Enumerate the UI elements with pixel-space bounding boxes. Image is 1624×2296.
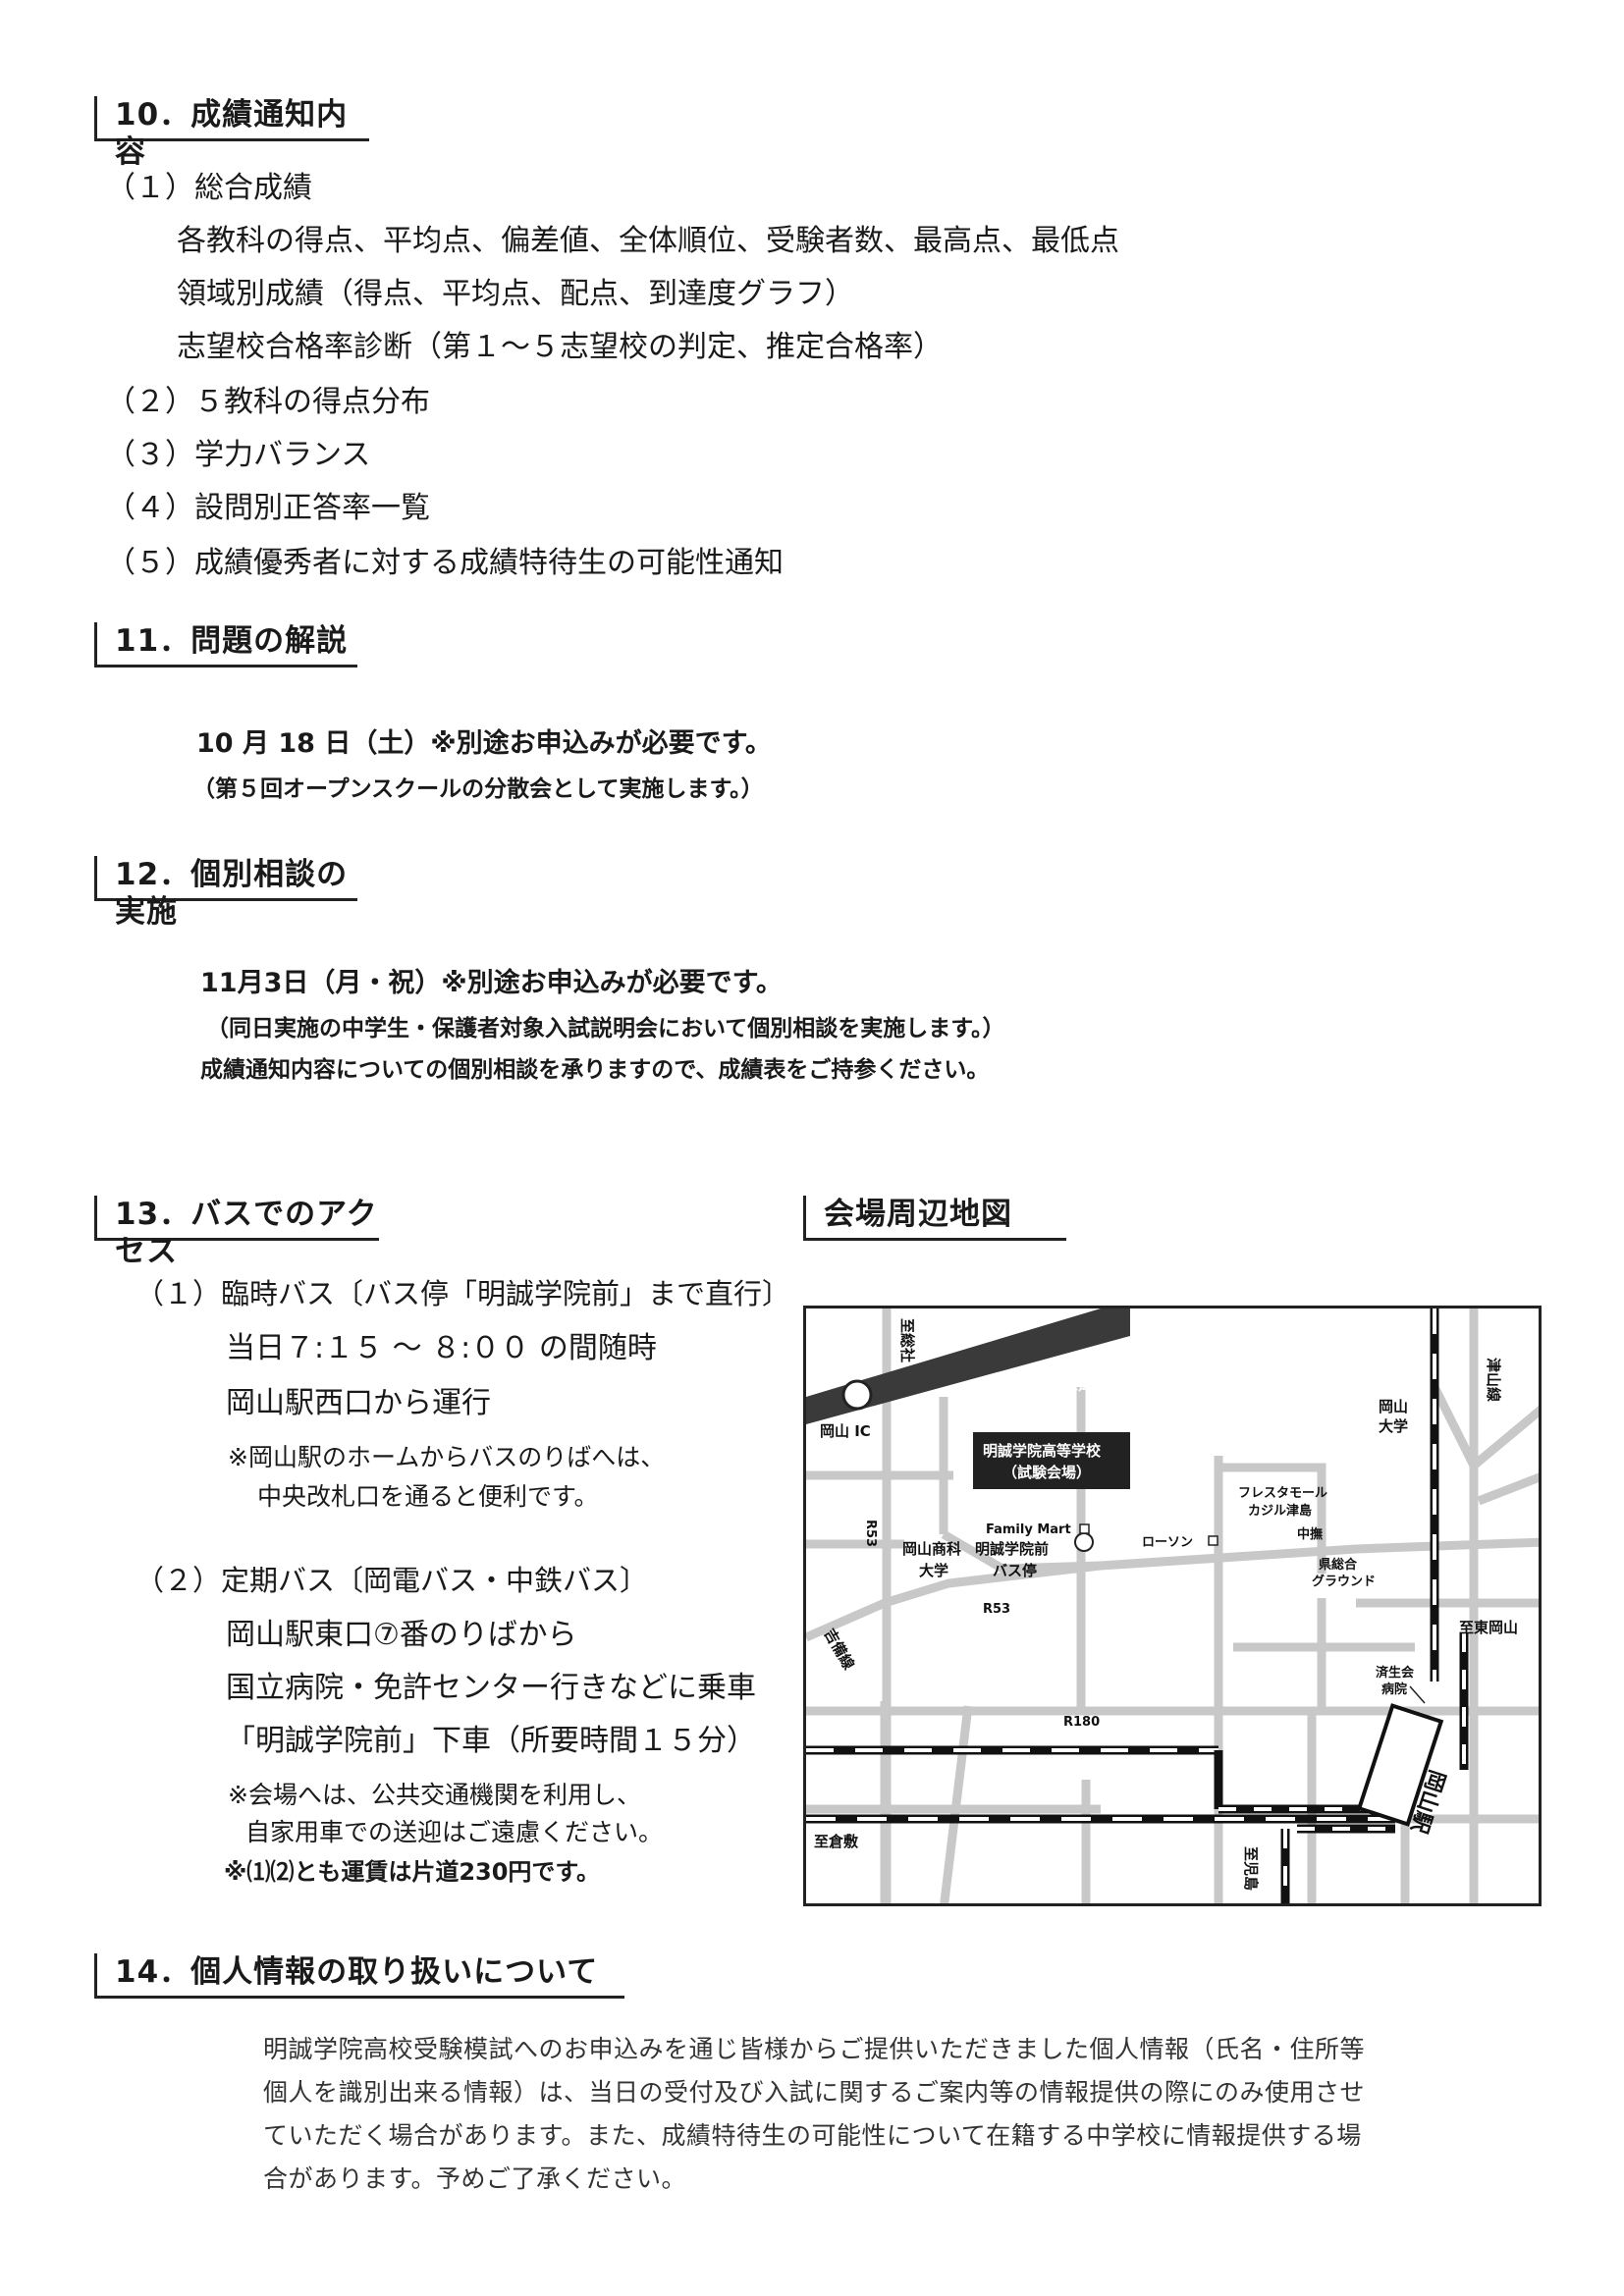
s11-date-line: 10 月 18 日（土）※別途お申込みが必要です。 bbox=[196, 728, 772, 759]
s10-item-4: （４）設問別正答率一覧 bbox=[106, 491, 430, 525]
s13-bus-2-heading: （２）定期バス〔岡電バス・中鉄バス〕 bbox=[135, 1564, 649, 1597]
s13-bus-2-note-2: 自家用車での送迎はご遠慮ください。 bbox=[245, 1818, 664, 1846]
s13-bus-1-heading: （１）臨時バス〔バス停「明誠学院前」まで直行〕 bbox=[135, 1277, 791, 1310]
map-label-r53: R53 bbox=[983, 1602, 1010, 1617]
s13-bus-1-note-2: 中央改札口を通ると便利です。 bbox=[257, 1482, 599, 1511]
s13-bus-2-line-1: 岡山駅東口⑦番のりばから bbox=[226, 1618, 577, 1652]
s10-item-1: （１）総合成績 bbox=[106, 171, 312, 205]
map-label-school: 明誠学院高等学校 bbox=[983, 1442, 1102, 1460]
s12-date-line: 11月3日（月・祝）※別途お申込みが必要です。 bbox=[200, 968, 783, 998]
map-label-r53-vertical: R53 bbox=[863, 1520, 878, 1547]
s13-bus-1-origin: 岡山駅西口から運行 bbox=[226, 1386, 491, 1420]
map-label-school-sub: （試験会場） bbox=[1002, 1464, 1091, 1481]
s12-note-2: 成績通知内容についての個別相談を承りますので、成績表をご持参ください。 bbox=[200, 1057, 990, 1083]
s14-paragraph-line-1: 明誠学院高校受験模試へのお申込みを通じ皆様からご提供いただきました個人情報（氏名… bbox=[263, 2035, 1366, 2063]
section-13-title: 13．バスでのアクセス bbox=[115, 1197, 378, 1269]
map-label-meisei-mae: 明誠学院前 bbox=[975, 1540, 1049, 1558]
section-14-heading: 14．個人情報の取り扱いについて bbox=[94, 1953, 624, 1999]
map-label-okayama-ic: 岡山 IC bbox=[820, 1422, 871, 1440]
map-label-bus-stop: バス停 bbox=[993, 1562, 1037, 1579]
map-okayama-ic-marker bbox=[841, 1379, 873, 1411]
s13-bus-1-time: 当日７:１５ ～ ８:００ の間随時 bbox=[226, 1331, 657, 1365]
s13-bus-2-note-1: ※会場へは、公共交通機関を利用し、 bbox=[228, 1781, 641, 1809]
map-label-r180: R180 bbox=[1063, 1715, 1100, 1730]
section-11-title: 11．問題の解説 bbox=[115, 623, 349, 659]
map-label-shoka: 岡山商科 bbox=[902, 1540, 961, 1558]
map-label-okayama-univ-2: 大学 bbox=[1379, 1417, 1408, 1435]
map-label-shoka-univ: 大学 bbox=[919, 1562, 948, 1579]
section-12-heading: 12．個別相談の実施 bbox=[94, 856, 357, 930]
map-label-kensogo: 県総合 bbox=[1319, 1557, 1358, 1573]
s10-item-2: （２）５教科の得点分布 bbox=[106, 385, 430, 419]
map-expressway bbox=[806, 1308, 1130, 1424]
section-11-heading: 11．問題の解説 bbox=[94, 622, 357, 667]
section-12-title: 12．個別相談の実施 bbox=[115, 857, 349, 930]
map-label-familymart: Family Mart bbox=[986, 1522, 1071, 1537]
area-map: 山陽自動車道 至総社 岡山 IC 明誠学院高等学校 （試験会場） Family … bbox=[803, 1306, 1542, 1906]
map-familymart-marker bbox=[1079, 1523, 1090, 1534]
section-14-title: 14．個人情報の取り扱いについて bbox=[115, 1954, 599, 1990]
map-label-okayama-univ: 岡山 bbox=[1379, 1398, 1408, 1415]
section-10-heading: 10．成績通知内容 bbox=[94, 96, 369, 170]
map-okayama-station-box bbox=[1356, 1703, 1444, 1827]
map-bus-stop-marker bbox=[1074, 1532, 1094, 1552]
map-label-to-soja: 至総社 bbox=[898, 1318, 916, 1362]
map-label-ground: グラウンド bbox=[1312, 1574, 1376, 1589]
map-heading: 会場周辺地図 bbox=[803, 1196, 1066, 1241]
map-label-tsuyama-line: 津山線 bbox=[1485, 1358, 1502, 1402]
s14-paragraph-line-4: 合があります。予めご了承ください。 bbox=[263, 2164, 687, 2193]
s13-fare-note: ※⑴⑵とも運賃は片道230円です。 bbox=[224, 1858, 601, 1886]
s12-note-1: （同日実施の中学生・保護者対象入試説明会において個別相談を実施します。） bbox=[206, 1016, 1005, 1041]
map-label-lawson: ローソン bbox=[1142, 1535, 1193, 1550]
map-label-fresta: フレスタモール bbox=[1238, 1486, 1327, 1501]
s14-paragraph-line-3: ていただく場合があります。また、成績特待生の可能性について在籍する中学校に情報提… bbox=[263, 2121, 1362, 2150]
s14-paragraph-line-2: 個人を識別出来る情報）は、当日の受付及び入試に関するご案内等の情報提供の際にのみ… bbox=[263, 2078, 1366, 2107]
map-title: 会場周辺地図 bbox=[824, 1197, 1012, 1232]
map-label-to-higashi-okayama: 至東岡山 bbox=[1459, 1619, 1518, 1636]
s10-item-3: （３）学力バランス bbox=[106, 438, 371, 472]
section-13-heading: 13．バスでのアクセス bbox=[94, 1196, 379, 1269]
s10-item-1-line-2: 領域別成績（得点、平均点、配点、到達度グラフ） bbox=[177, 277, 854, 311]
map-label-kibi-line: 吉備線 bbox=[821, 1626, 858, 1673]
map-label-to-kurashiki: 至倉敷 bbox=[814, 1833, 859, 1850]
map-label-to-kojima: 至児島 bbox=[1242, 1846, 1260, 1891]
s10-item-5: （５）成績優秀者に対する成績特待生の可能性通知 bbox=[106, 546, 784, 580]
map-label-saiseikai: 済生会 bbox=[1376, 1665, 1415, 1681]
area-map-drawing: 山陽自動車道 至総社 岡山 IC 明誠学院高等学校 （試験会場） Family … bbox=[806, 1308, 1539, 1903]
map-lawson-marker bbox=[1208, 1535, 1218, 1546]
map-hospital-pointer bbox=[1409, 1685, 1426, 1704]
map-road-r53 bbox=[806, 1537, 1539, 1642]
section-10-title: 10．成績通知内容 bbox=[115, 97, 349, 170]
map-school-box bbox=[973, 1432, 1130, 1489]
map-label-kajiru: カジル津島 bbox=[1248, 1503, 1312, 1519]
s10-item-1-line-3: 志望校合格率診断（第１～５志望校の判定、推定合格率） bbox=[177, 330, 943, 364]
s13-bus-2-line-3: 「明誠学院前」下車（所要時間１５分） bbox=[226, 1724, 756, 1758]
map-label-nakasai: 中撫 bbox=[1297, 1526, 1323, 1542]
s11-note: （第５回オープンスクールの分散会として実施します。） bbox=[192, 776, 764, 802]
s13-bus-2-line-2: 国立病院・免許センター行きなどに乗車 bbox=[226, 1671, 756, 1705]
map-label-hospital: 病院 bbox=[1381, 1682, 1407, 1697]
s13-bus-1-note-1: ※岡山駅のホームからバスのりばへは、 bbox=[228, 1443, 666, 1471]
s10-item-1-line-1: 各教科の得点、平均点、偏差値、全体順位、受験者数、最高点、最低点 bbox=[177, 224, 1119, 258]
map-rail-sanyo bbox=[806, 1745, 1223, 1809]
